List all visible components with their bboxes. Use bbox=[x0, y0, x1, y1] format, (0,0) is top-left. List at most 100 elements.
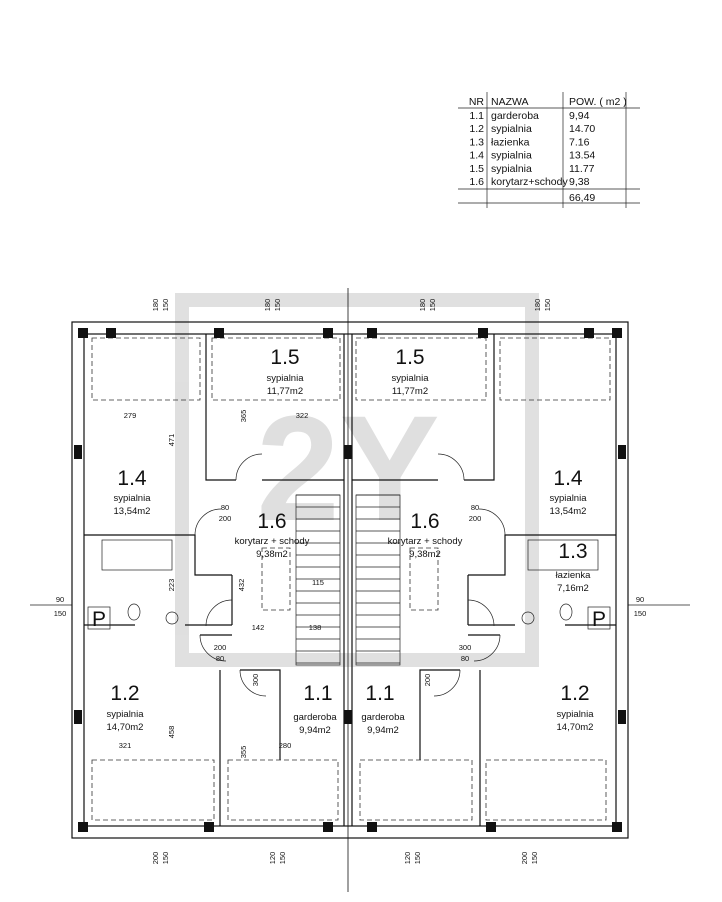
dimension-label: 180 bbox=[418, 299, 427, 312]
row-area: 11.77 bbox=[569, 163, 595, 175]
dimension-label: 180 bbox=[533, 299, 542, 312]
svg-text:korytarz + schody: korytarz + schody bbox=[388, 536, 463, 547]
svg-text:80: 80 bbox=[221, 503, 229, 512]
svg-text:sypialnia: sypialnia bbox=[114, 493, 152, 504]
svg-text:11,77m2: 11,77m2 bbox=[392, 386, 428, 397]
svg-text:sypialnia: sypialnia bbox=[550, 493, 588, 504]
row-nr: 1.5 bbox=[469, 163, 484, 175]
row-area: 9,38 bbox=[569, 176, 590, 188]
room-r16: 1.6 korytarz + schody 9,38m2 bbox=[388, 510, 463, 560]
svg-text:korytarz + schody: korytarz + schody bbox=[235, 536, 310, 547]
row-area: 14.70 bbox=[569, 123, 595, 135]
dimension-label: 150 bbox=[278, 852, 287, 865]
svg-text:1.6: 1.6 bbox=[410, 510, 439, 533]
svg-text:200: 200 bbox=[469, 514, 482, 523]
svg-text:80: 80 bbox=[461, 654, 469, 663]
svg-text:150: 150 bbox=[54, 609, 67, 618]
dimension-label: 432 bbox=[237, 579, 246, 592]
svg-text:9,38m2: 9,38m2 bbox=[409, 549, 441, 560]
header-area: POW. ( m2 ) bbox=[569, 96, 627, 108]
svg-text:90: 90 bbox=[636, 595, 644, 604]
row-nr: 1.1 bbox=[469, 110, 484, 122]
svg-text:garderoba: garderoba bbox=[361, 712, 405, 723]
svg-text:80: 80 bbox=[216, 654, 224, 663]
svg-text:80: 80 bbox=[471, 503, 479, 512]
row-nr: 1.6 bbox=[469, 176, 484, 188]
row-area: 9,94 bbox=[569, 110, 590, 122]
svg-text:1.1: 1.1 bbox=[365, 682, 394, 705]
room-l14: 1.4 sypialnia 13,54m2 bbox=[114, 467, 152, 517]
dimension-label: 300 bbox=[251, 674, 260, 687]
row-nr: 1.3 bbox=[469, 136, 484, 148]
row-nr: 1.2 bbox=[469, 123, 484, 135]
svg-text:sypialnia: sypialnia bbox=[557, 709, 595, 720]
dimension-label: 150 bbox=[161, 852, 170, 865]
svg-text:1.2: 1.2 bbox=[110, 682, 139, 705]
dimension-label: 223 bbox=[167, 579, 176, 592]
svg-text:279: 279 bbox=[124, 411, 137, 420]
svg-text:90: 90 bbox=[56, 595, 64, 604]
dimension-label: 150 bbox=[543, 299, 552, 312]
row-area: 7.16 bbox=[569, 136, 590, 148]
svg-text:sypialnia: sypialnia bbox=[392, 373, 430, 384]
dimension-label: 120 bbox=[268, 852, 277, 865]
row-nr: 1.4 bbox=[469, 150, 484, 162]
header-nr: NR bbox=[469, 96, 485, 108]
svg-text:300: 300 bbox=[459, 643, 472, 652]
staircase bbox=[295, 494, 341, 666]
svg-text:280: 280 bbox=[279, 741, 292, 750]
svg-text:7,16m2: 7,16m2 bbox=[557, 583, 589, 594]
svg-text:1.5: 1.5 bbox=[395, 346, 424, 369]
dimension-label: 180 bbox=[263, 299, 272, 312]
svg-text:14,70m2: 14,70m2 bbox=[557, 722, 594, 733]
dimension-label: 458 bbox=[167, 726, 176, 739]
room-r15: 1.5 sypialnia 11,77m2 bbox=[392, 346, 430, 397]
svg-text:11,77m2: 11,77m2 bbox=[267, 386, 303, 397]
svg-text:200: 200 bbox=[219, 514, 232, 523]
row-name: korytarz+schody bbox=[491, 176, 568, 188]
row-name: łazienka bbox=[491, 136, 530, 148]
room-r13: 1.3 łazienka 7,16m2 bbox=[556, 540, 592, 594]
svg-text:13,54m2: 13,54m2 bbox=[114, 506, 151, 517]
svg-text:14,70m2: 14,70m2 bbox=[107, 722, 144, 733]
svg-text:321: 321 bbox=[119, 741, 132, 750]
dimension-label: 365 bbox=[239, 410, 248, 423]
svg-text:1.1: 1.1 bbox=[303, 682, 332, 705]
dimension-label: 471 bbox=[167, 434, 176, 447]
dimension-label: 180 bbox=[151, 299, 160, 312]
svg-text:138: 138 bbox=[309, 623, 322, 632]
walls bbox=[71, 321, 629, 839]
svg-text:150: 150 bbox=[634, 609, 647, 618]
svg-text:9,94m2: 9,94m2 bbox=[299, 725, 331, 736]
svg-text:łazienka: łazienka bbox=[556, 570, 592, 581]
marker-p-right: P bbox=[592, 608, 606, 631]
svg-text:115: 115 bbox=[312, 578, 324, 587]
svg-text:142: 142 bbox=[252, 623, 265, 632]
dimension-label: 150 bbox=[273, 299, 282, 312]
svg-text:1.3: 1.3 bbox=[558, 540, 587, 563]
dimension-label: 150 bbox=[161, 299, 170, 312]
dimension-label: 355 bbox=[239, 746, 248, 759]
staircase bbox=[355, 494, 401, 666]
svg-text:sypialnia: sypialnia bbox=[267, 373, 305, 384]
header-name: NAZWA bbox=[491, 96, 529, 108]
dimension-label: 150 bbox=[428, 299, 437, 312]
row-name: sypialnia bbox=[491, 163, 532, 175]
dimension-label: 200 bbox=[151, 852, 160, 865]
table-row: 1.5 sypialnia 11.77 bbox=[469, 163, 594, 175]
svg-text:1.4: 1.4 bbox=[117, 467, 147, 490]
table-row: 1.3 łazienka 7.16 bbox=[469, 136, 589, 148]
dimension-label: 150 bbox=[413, 852, 422, 865]
